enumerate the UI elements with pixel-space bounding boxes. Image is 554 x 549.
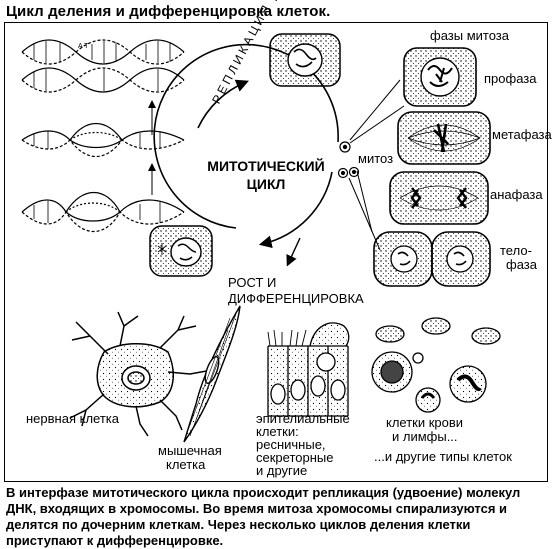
prophase-cell [403,47,477,107]
growth-label-2: ДИФФЕРЕНЦИРОВКА [228,291,364,306]
epithelial-label-3: ресничные, [256,437,326,452]
telophase-label-1: тело- [500,243,532,258]
figure-caption: В интерфазе митотического цикла происход… [6,485,521,548]
blood-cells-drawing [371,317,501,413]
epithelial-label-5: и другие [256,463,308,478]
telophase-label-2: фаза [506,257,537,272]
other-types-label: ...и другие типы клеток [374,449,512,464]
anaphase-cell [389,171,489,225]
dna-helix-top: A T [21,39,185,65]
blood-cells-label-2: и лимфы... [392,429,458,444]
cycle-label-2: ЦИКЛ [246,176,286,192]
mitosis-label: митоз [358,151,394,166]
dna-helix-second [21,67,185,93]
epithelial-cells-drawing [267,322,350,417]
muscle-cell-drawing [183,305,241,443]
dna-helix-bottom [21,191,185,233]
blood-cells-label-1: клетки крови [386,415,464,430]
epithelial-label-1: эпителиальные [256,411,350,426]
interphase-cell-top [269,33,341,87]
muscle-cell-label-1: мышечная [158,443,222,458]
growth-label-1: РОСТ И [228,275,277,290]
growth-arrow [286,237,301,267]
prophase-label: профаза [484,71,537,86]
svg-text:A T: A T [78,43,89,50]
metaphase-cell [397,111,491,165]
anaphase-label: анафаза [490,187,543,202]
metaphase-label: метафаза [492,127,552,142]
epithelial-label-2: клетки: [256,424,299,439]
mitosis-centrioles [337,141,360,179]
nerve-cell-drawing [69,311,213,437]
cycle-label-1: МИТОТИЧЕСКИЙ [207,158,325,174]
epithelial-label-4: секреторные [256,450,334,465]
phase-leader-lines [348,79,405,251]
mitosis-phases-label: фазы митоза [430,28,509,43]
figure-title: Цикл деления и дифференцировка клеток. [6,3,331,20]
diagram-frame [4,22,548,482]
dna-helix-replicating [21,123,185,157]
telophase-cell [373,231,491,287]
muscle-cell-label-2: клетка [166,457,206,472]
nerve-cell-label: нервная клетка [26,411,119,426]
interphase-cell-left [149,225,213,277]
